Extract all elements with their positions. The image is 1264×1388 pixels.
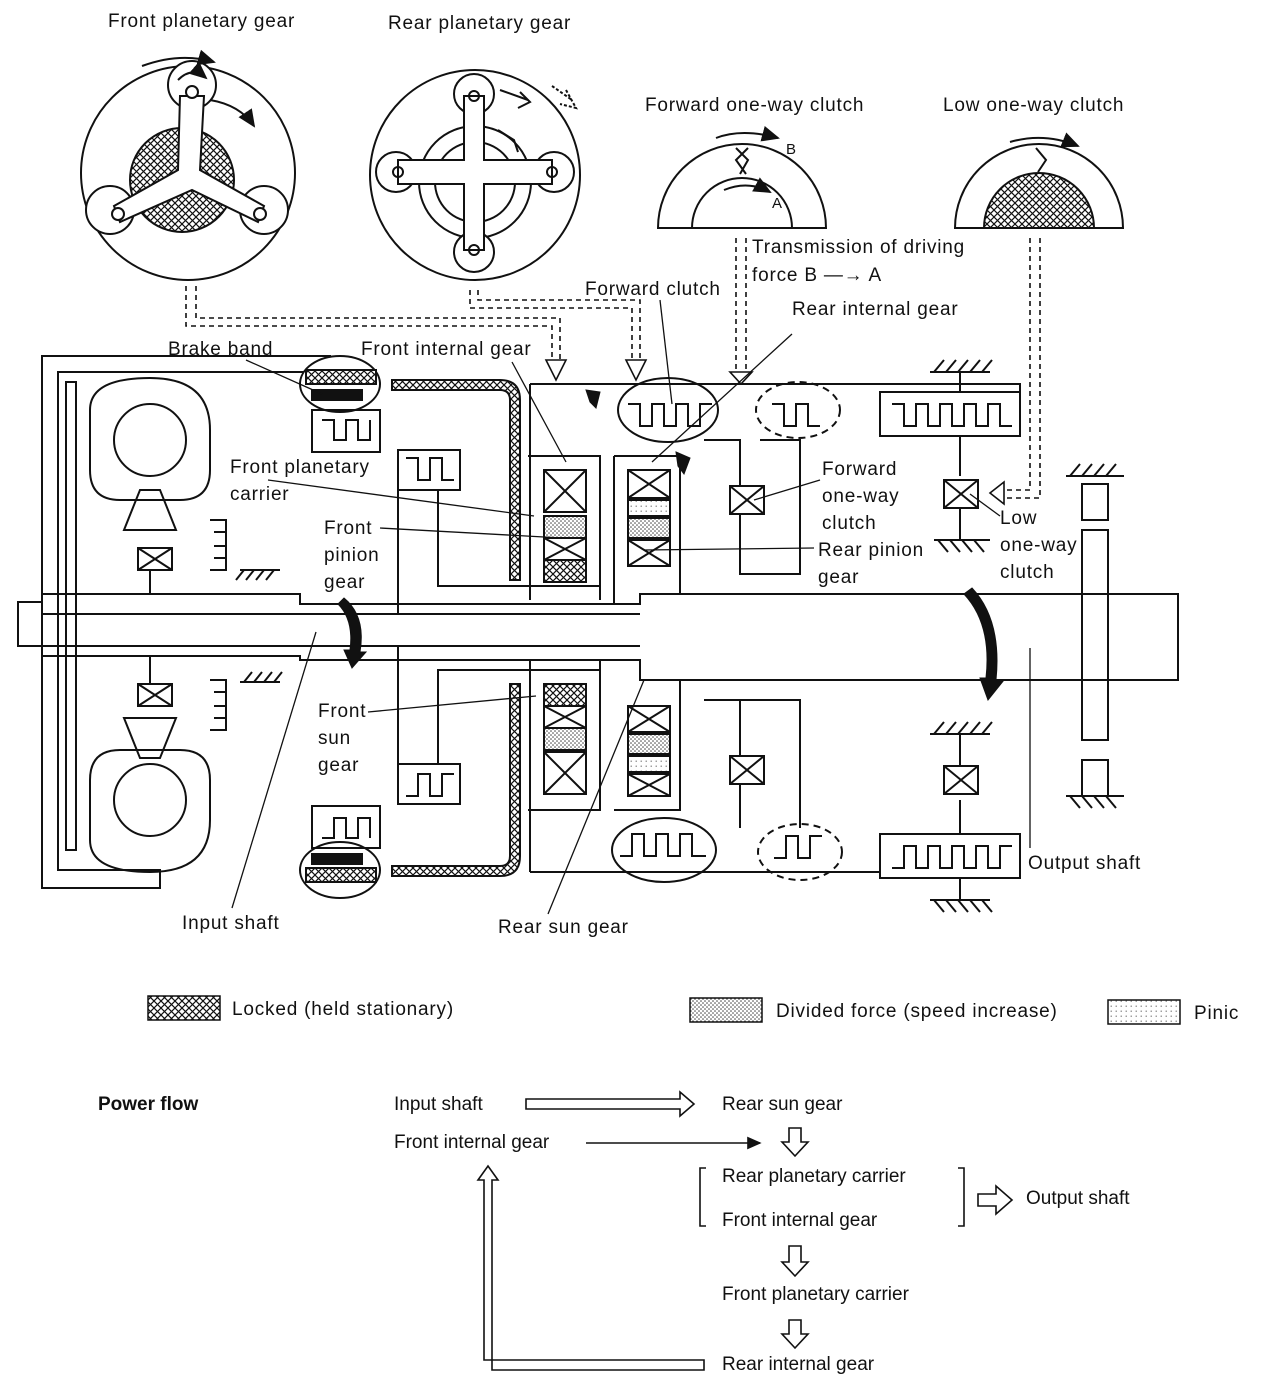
forward-one-way-clutch-label: Forward one-way clutch	[645, 95, 865, 116]
power-flow-rear-planetary-carrier: Rear planetary carrier	[722, 1166, 906, 1187]
forward-clutch-label: Forward clutch	[585, 279, 721, 300]
legend-swatches	[147, 995, 1181, 1025]
transmission-driving-force-label-1: Transmission of driving	[752, 237, 966, 258]
dashed-connectors	[185, 238, 1041, 499]
rear-pinion-gear-label-1: Rear pinion	[818, 540, 924, 561]
forward-one-way-clutch-callout-1: Forward	[822, 459, 898, 480]
power-flow-rear-internal-gear: Rear internal gear	[722, 1354, 875, 1375]
rear-planetary-gear-illustration	[369, 69, 581, 281]
rear-sun-gear-label: Rear sun gear	[498, 917, 629, 938]
forward-one-way-clutch-illustration	[656, 126, 828, 229]
legend-divided-force-swatch	[689, 997, 763, 1023]
forward-one-way-clutch-callout-3: clutch	[822, 513, 877, 534]
front-sun-gear-label-2: sun	[318, 728, 352, 749]
leader-lines	[231, 299, 1031, 915]
front-internal-gear-label: Front internal gear	[361, 339, 532, 360]
legend-divided-force-label: Divided force (speed increase)	[776, 1001, 1058, 1022]
legend-pinion-label: Pinic	[1194, 1003, 1240, 1024]
rear-planetary-gear-label: Rear planetary gear	[388, 13, 572, 34]
front-planetary-gear-label: Front planetary gear	[108, 11, 296, 32]
low-one-way-clutch-label: Low one-way clutch	[943, 95, 1125, 116]
low-one-way-clutch-illustration	[953, 132, 1125, 229]
forward-one-way-clutch-callout-2: one-way	[822, 486, 900, 507]
output-shaft-label: Output shaft	[1028, 853, 1142, 874]
rear-pinion-gear-label-2: gear	[818, 567, 860, 588]
power-flow-front-internal-gear-2: Front internal gear	[722, 1210, 878, 1231]
rotation-arrows	[337, 389, 1006, 702]
front-pinion-gear-label-2: pinion	[324, 545, 380, 566]
low-one-way-clutch-callout-1: Low	[1000, 508, 1038, 529]
low-one-way-clutch-callout-3: clutch	[1000, 562, 1055, 583]
front-planetary-carrier-label-2: carrier	[230, 484, 290, 505]
brake-band-label: Brake band	[168, 339, 274, 360]
power-flow-arrows	[476, 1090, 1014, 1371]
rear-internal-gear-label: Rear internal gear	[792, 299, 959, 320]
front-sun-gear-label-1: Front	[318, 701, 367, 722]
front-pinion-gear-label-3: gear	[324, 572, 366, 593]
dashed-arrowheads	[544, 359, 1005, 506]
legend-locked-label: Locked (held stationary)	[232, 999, 454, 1020]
legend-pinion-swatch	[1107, 999, 1181, 1025]
front-planetary-carrier-label-1: Front planetary	[230, 457, 370, 478]
power-flow-output-shaft: Output shaft	[1026, 1188, 1130, 1209]
clutch-point-b: B	[786, 141, 797, 158]
power-flow-input-shaft: Input shaft	[394, 1094, 483, 1115]
clutch-point-a: A	[772, 195, 783, 212]
input-shaft-label: Input shaft	[182, 913, 280, 934]
power-flow-title: Power flow	[98, 1094, 199, 1115]
power-flow-front-internal-gear: Front internal gear	[394, 1132, 550, 1153]
power-flow-rear-sun-gear: Rear sun gear	[722, 1094, 843, 1115]
front-pinion-gear-label-1: Front	[324, 518, 373, 539]
front-planetary-gear-illustration	[80, 49, 296, 281]
legend-locked-swatch	[147, 995, 221, 1021]
low-one-way-clutch-callout-2: one-way	[1000, 535, 1078, 556]
power-flow-front-planetary-carrier: Front planetary carrier	[722, 1284, 909, 1305]
front-sun-gear-label-3: gear	[318, 755, 360, 776]
transmission-schematic	[17, 355, 1179, 913]
transmission-driving-force-label-2: force B —→ A	[752, 265, 882, 286]
